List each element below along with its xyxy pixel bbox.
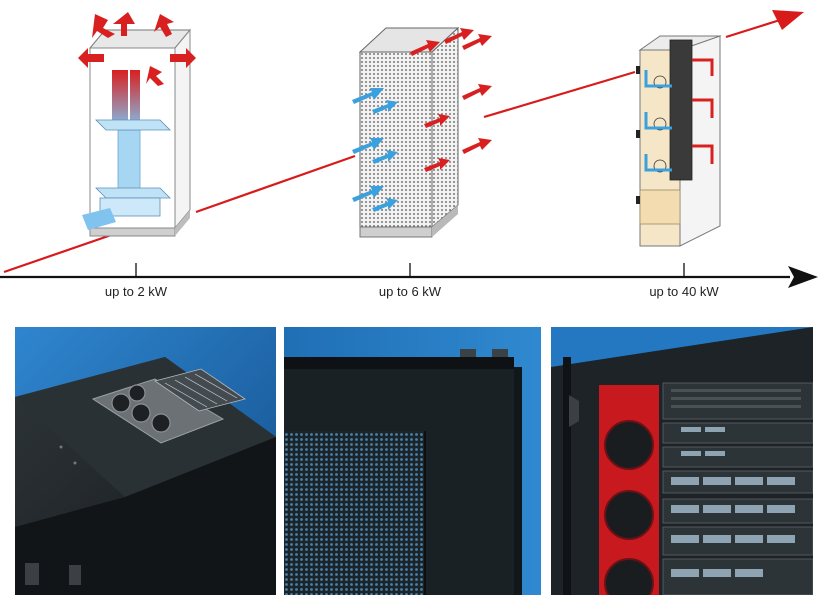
server-units: [662, 382, 813, 595]
hot-air-arrows-icon: [78, 12, 196, 86]
tick-label-6kw: up to 6 kW: [378, 284, 442, 299]
cabinet-roof-fan-cooling: [78, 12, 196, 237]
power-axis: [0, 263, 818, 288]
coolant-lines-cold-icon: [644, 70, 672, 172]
diagram-canvas: [0, 10, 818, 288]
power-density-diagram: [0, 10, 818, 288]
coolant-lines-hot-icon: [692, 58, 714, 164]
hot-air-arrows-icon-2: [410, 28, 492, 172]
roof-fan-icon: [111, 384, 171, 433]
cabinet-liquid-cooling-package: [636, 35, 722, 247]
liquid-cooling-photo: [551, 327, 813, 595]
tick-label-2kw: up to 2 kW: [104, 284, 168, 299]
cold-air-arrows-icon: [352, 88, 398, 212]
roof-fan-photo: [15, 327, 276, 595]
cabinet-perforated-door-cooling: [352, 26, 492, 238]
cooling-fan-icon: [604, 420, 654, 595]
perforated-door-photo: [284, 327, 541, 595]
trend-arrowhead-icon: [772, 10, 804, 30]
tick-label-40kw: up to 40 kW: [649, 284, 719, 299]
perforated-door-panel: [284, 431, 424, 595]
cold-air-inlet-icon: [82, 208, 116, 230]
trend-arrow: [3, 10, 804, 274]
axis-arrowhead-icon: [788, 266, 818, 288]
